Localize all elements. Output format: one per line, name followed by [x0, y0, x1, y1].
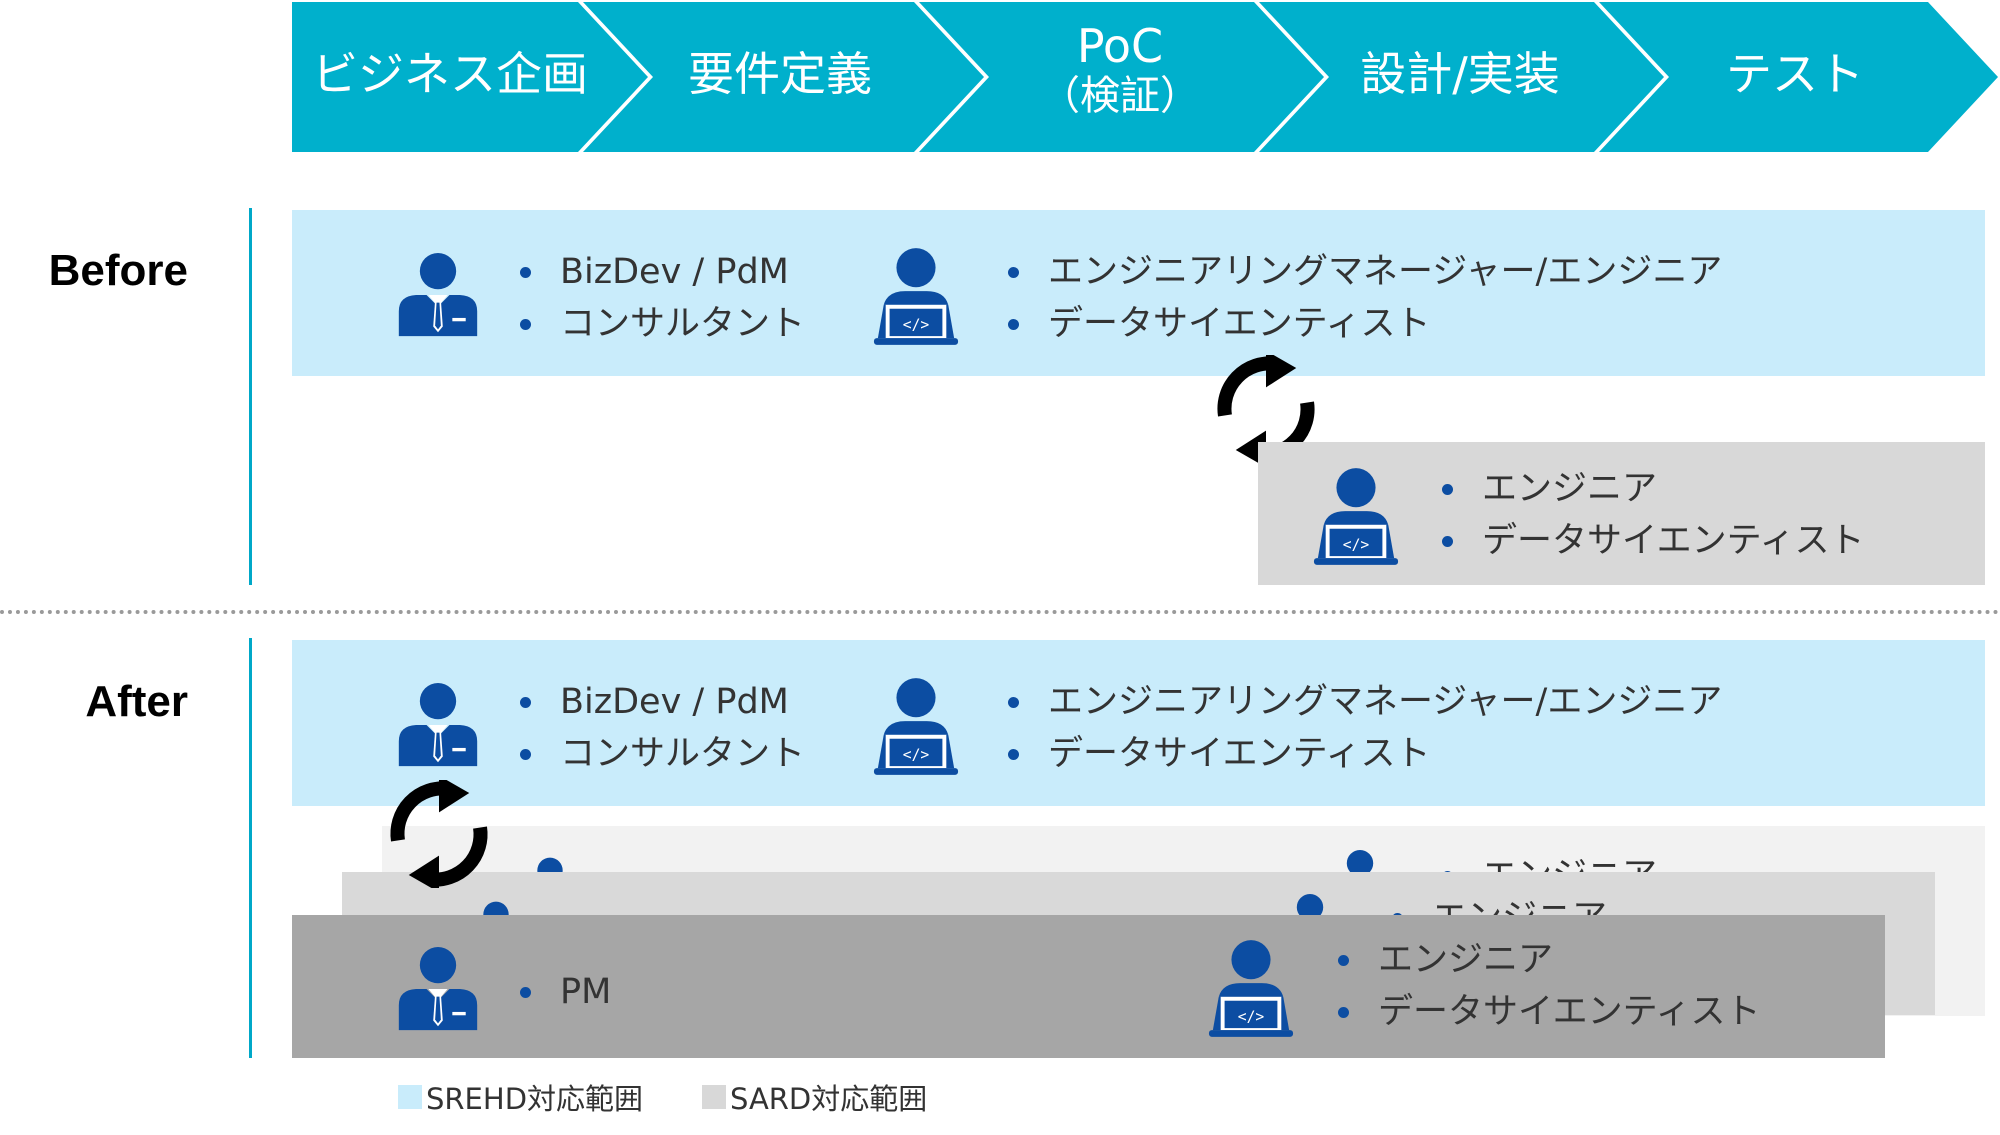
- before-biz-roles: BizDev / PdM コンサルタント: [520, 246, 805, 350]
- after-divider-line: [249, 638, 252, 1058]
- legend-label-srehd: SREHD対応範囲: [426, 1082, 644, 1116]
- sync-cycle-icon: [385, 780, 493, 888]
- before-eng-roles: エンジニアリングマネージャー/エンジニア データサイエンティスト: [1008, 246, 1722, 350]
- after-stack-card-back-roles: エンジニア: [1442, 850, 1657, 872]
- list-item: BizDev / PdM: [520, 246, 805, 298]
- list-item: エンジニア: [1338, 934, 1761, 986]
- engineer-laptop-icon: [1280, 894, 1340, 916]
- phase-chevron-poc: [919, 2, 1324, 152]
- phase-chevron-requirements: [583, 2, 984, 152]
- businessperson-icon: [395, 250, 481, 340]
- legend-swatch-srehd: [398, 1085, 422, 1109]
- engineer-laptop-icon: [1312, 468, 1400, 566]
- phase-label-poc-sub: （検証）: [1040, 72, 1200, 119]
- list-item: エンジニア: [1392, 892, 1607, 916]
- after-srehd-band: [292, 640, 1985, 806]
- phase-label-test: テスト: [1726, 47, 1864, 101]
- after-stack-card-middle-roles: エンジニア: [1392, 892, 1607, 916]
- phase-label-business-planning: ビジネス企画: [312, 47, 588, 101]
- after-pm-roles: PM: [520, 966, 611, 1018]
- engineer-laptop-icon: [1330, 850, 1390, 872]
- phase-label-design-impl: 設計/実装: [1360, 47, 1560, 101]
- legend-swatch-sard: [702, 1085, 726, 1109]
- before-label: Before: [48, 246, 188, 295]
- before-srehd-band: [292, 210, 1985, 376]
- list-item: エンジニアリングマネージャー/エンジニア: [1008, 246, 1722, 298]
- list-item: エンジニアリングマネージャー/エンジニア: [1008, 676, 1722, 728]
- after-label: After: [85, 677, 188, 726]
- after-biz-roles: BizDev / PdM コンサルタント: [520, 676, 805, 780]
- before-after-divider: [0, 610, 2000, 614]
- phase-chevron-design-impl: [1259, 2, 1664, 152]
- businessperson-icon: [466, 898, 526, 916]
- legend-label-sard: SARD対応範囲: [730, 1082, 928, 1116]
- engineer-laptop-icon: [872, 678, 960, 776]
- engineer-laptop-icon: [1207, 940, 1295, 1038]
- after-sard-band: [292, 915, 1885, 1058]
- after-sard-roles: エンジニア データサイエンティスト: [1338, 934, 1761, 1038]
- phase-label-poc-main: PoC: [1076, 19, 1164, 73]
- list-item: PM: [520, 966, 611, 1018]
- list-item: データサイエンティスト: [1442, 515, 1865, 567]
- businessperson-icon: [395, 944, 481, 1034]
- legend-sard: SARD対応範囲: [702, 1076, 927, 1118]
- businessperson-icon: [395, 680, 481, 770]
- engineer-laptop-icon: [872, 248, 960, 346]
- list-item: BizDev / PdM: [520, 676, 805, 728]
- after-eng-roles: エンジニアリングマネージャー/エンジニア データサイエンティスト: [1008, 676, 1722, 780]
- before-sard-roles: エンジニア データサイエンティスト: [1442, 463, 1865, 567]
- list-item: データサイエンティスト: [1008, 298, 1722, 350]
- phase-chevron-test: [1599, 2, 1998, 152]
- list-item: コンサルタント: [520, 298, 805, 350]
- phase-label-poc: PoC （検証）: [990, 20, 1250, 119]
- list-item: エンジニア: [1442, 463, 1865, 515]
- list-item: データサイエンティスト: [1338, 986, 1761, 1038]
- list-item: データサイエンティスト: [1008, 728, 1722, 780]
- businessperson-icon: [520, 854, 580, 872]
- phase-chevron-bar: [292, 2, 1998, 152]
- phase-chevron-business-planning: [292, 2, 648, 152]
- phase-label-requirements: 要件定義: [688, 47, 872, 101]
- list-item: エンジニア: [1442, 850, 1657, 872]
- before-divider-line: [249, 208, 252, 585]
- list-item: コンサルタント: [520, 728, 805, 780]
- legend-srehd: SREHD対応範囲: [398, 1076, 643, 1118]
